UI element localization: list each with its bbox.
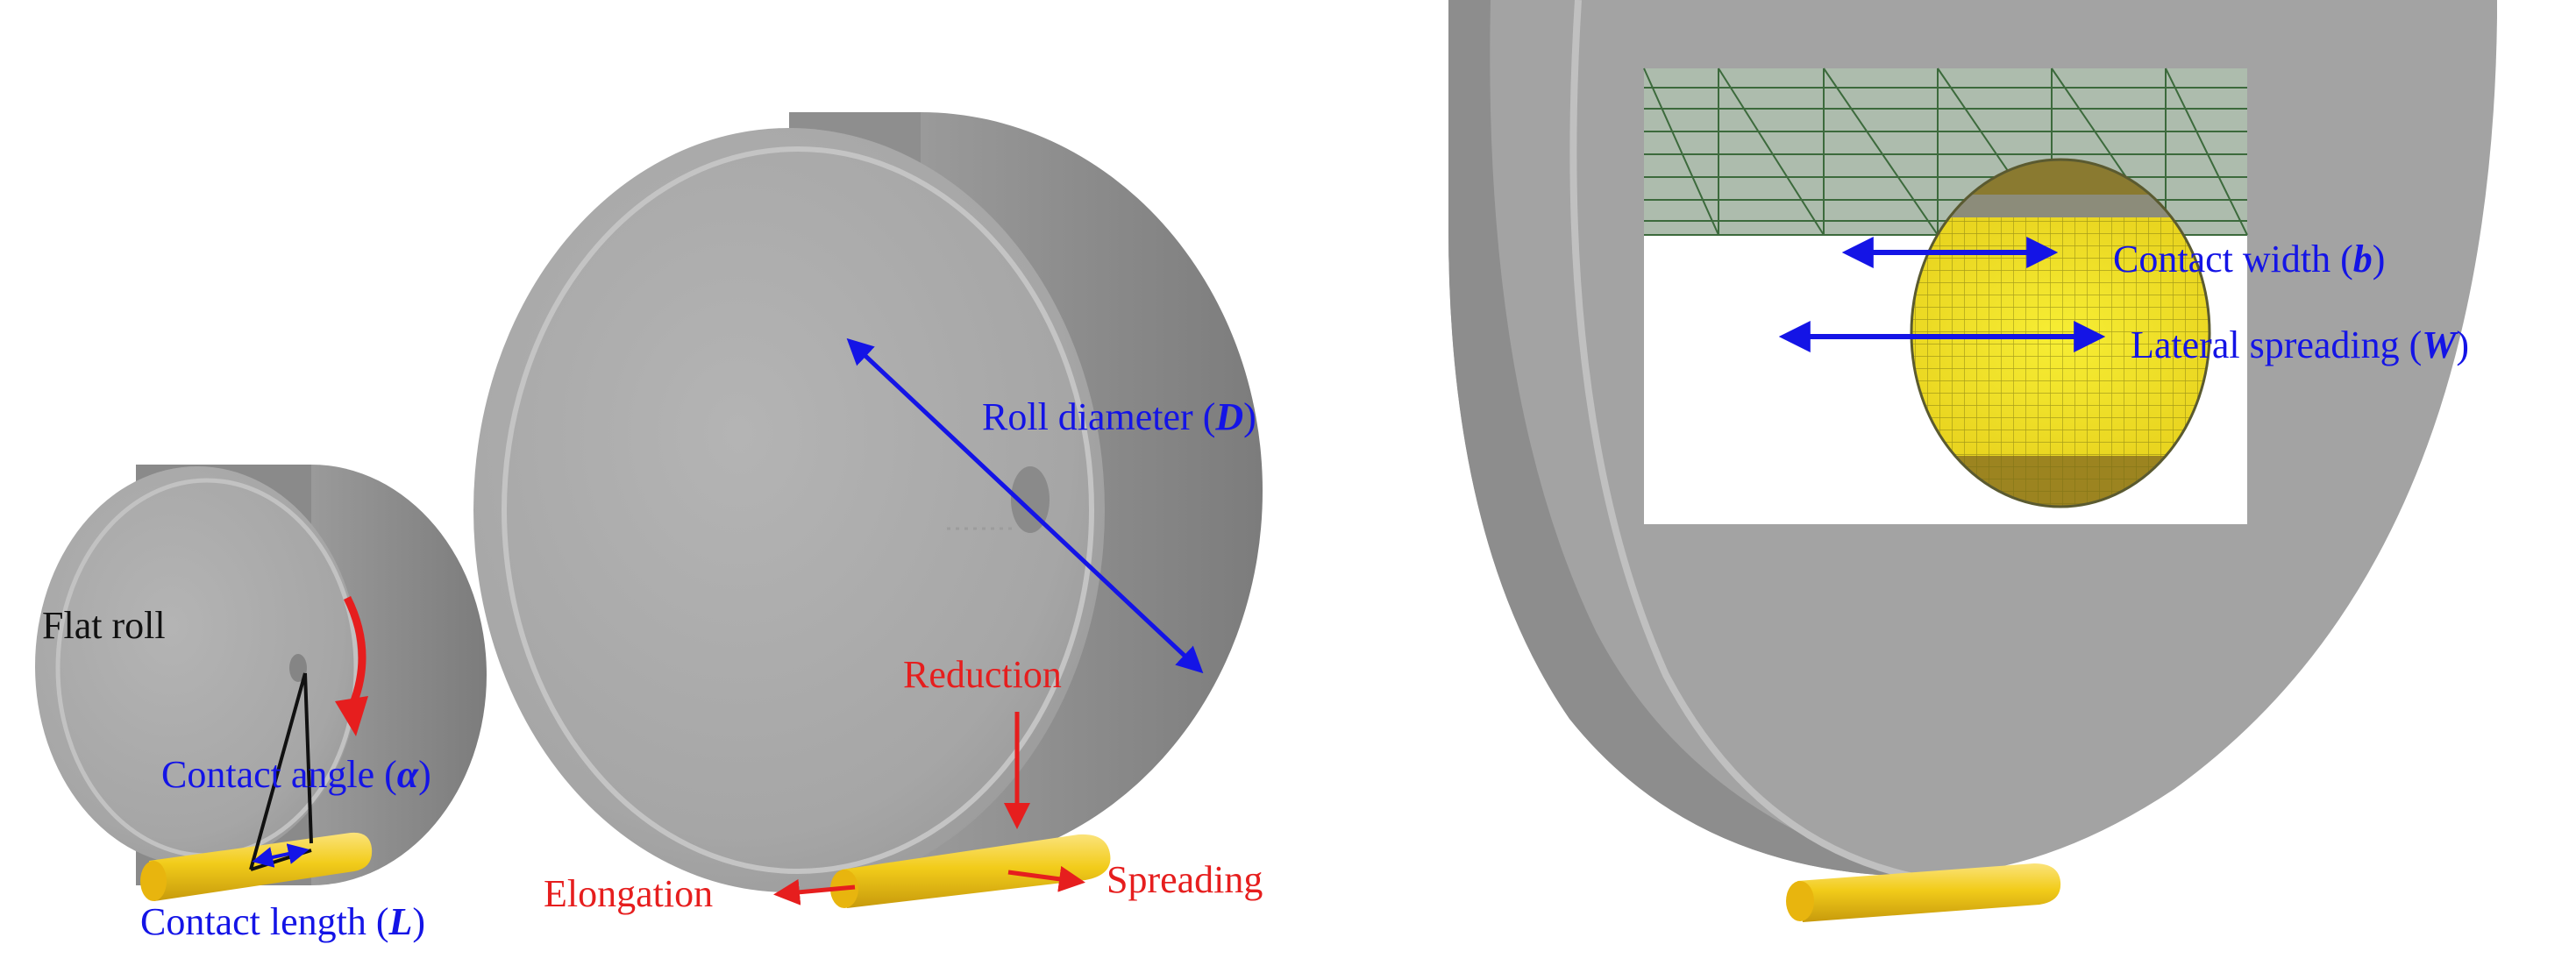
roll-hub-small [289, 654, 307, 682]
roll-diameter-arrow [846, 337, 1204, 674]
spreading-arrow [1007, 865, 1085, 892]
label-spreading: Spreading [1107, 858, 1263, 901]
label-roll-diameter: Roll diameter (D) [982, 395, 1256, 438]
elongation-arrow [773, 878, 856, 906]
panel-large-roll: Roll diameter (D) Reduction Elongation S… [473, 112, 1263, 915]
panel-flat-roll: Flat roll Contact angle (α) Contact leng… [35, 465, 487, 943]
label-flat-roll: Flat roll [42, 604, 166, 647]
label-contact-width: Contact width (b) [2113, 238, 2385, 281]
label-reduction: Reduction [903, 653, 1062, 696]
workpiece-rod-closeup [1786, 863, 2061, 922]
label-lateral-spreading: Lateral spreading (W) [2131, 323, 2469, 366]
panel-cross-section: Contact width (b) Lateral spreading (W) [1448, 0, 2497, 922]
contact-length-arrow [252, 843, 310, 868]
label-elongation: Elongation [544, 872, 713, 915]
roll-mesh [1643, 67, 2248, 236]
roll-face-large [473, 128, 1105, 892]
label-contact-angle: Contact angle (α) [161, 753, 431, 796]
rotation-arrow [335, 595, 368, 736]
label-contact-length: Contact length (L) [140, 900, 425, 943]
